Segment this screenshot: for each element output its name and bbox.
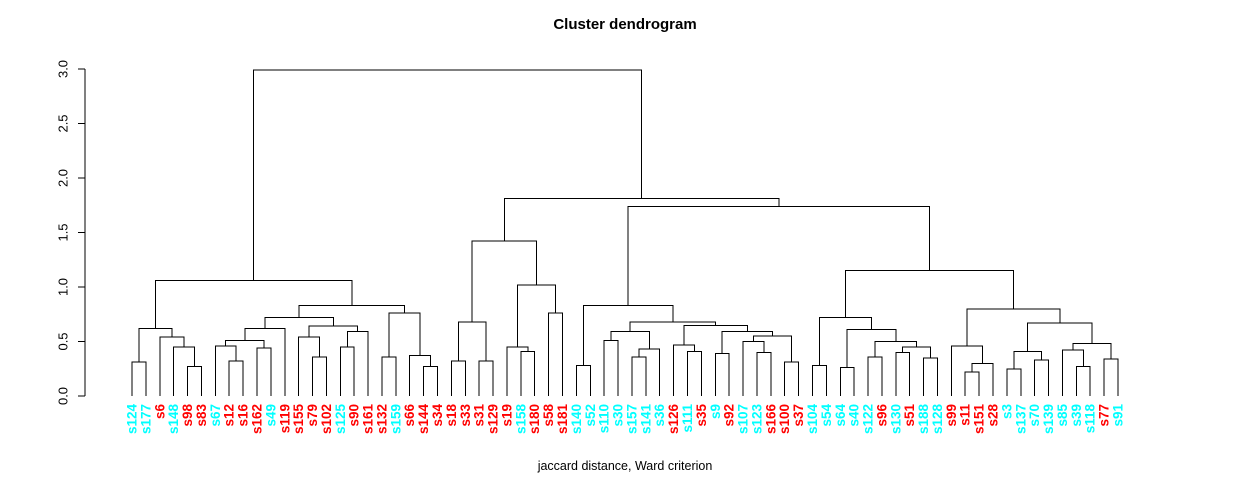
leaf-label-s110: s110 xyxy=(597,404,612,433)
leaf-label-s90: s90 xyxy=(347,404,362,427)
leaf-label-s158: s158 xyxy=(513,404,528,435)
leaf-label-s77: s77 xyxy=(1097,404,1112,427)
leaf-label-s9: s9 xyxy=(708,404,723,419)
leaf-label-s96: s96 xyxy=(874,404,889,427)
leaf-label-s31: s31 xyxy=(472,404,487,427)
leaf-label-s151: s151 xyxy=(972,404,987,435)
leaf-label-s99: s99 xyxy=(944,404,959,427)
leaf-label-s137: s137 xyxy=(1013,404,1028,434)
leaf-label-s162: s162 xyxy=(250,404,265,434)
leaf-label-s30: s30 xyxy=(611,404,626,427)
leaf-label-s92: s92 xyxy=(722,404,737,427)
leaf-label-s64: s64 xyxy=(833,404,848,427)
leaf-label-s58: s58 xyxy=(541,404,556,427)
y-tick-label: 2.0 xyxy=(56,169,71,187)
leaf-label-s188: s188 xyxy=(916,404,931,435)
chart-title: Cluster dendrogram xyxy=(553,16,697,33)
y-tick-label: 0.5 xyxy=(56,332,71,350)
leaf-label-s100: s100 xyxy=(777,404,792,434)
leaf-label-s119: s119 xyxy=(277,404,292,433)
leaf-labels: s124s177s6s148s98s83s67s12s16s162s49s119… xyxy=(125,404,1126,435)
y-tick-label: 2.5 xyxy=(56,114,71,132)
leaf-label-s180: s180 xyxy=(527,404,542,434)
leaf-label-s3: s3 xyxy=(999,404,1014,420)
y-tick-label: 0.0 xyxy=(56,387,71,405)
leaf-label-s155: s155 xyxy=(291,404,306,435)
leaf-label-s54: s54 xyxy=(819,404,834,427)
leaf-label-s129: s129 xyxy=(486,404,501,434)
y-tick-label: 3.0 xyxy=(56,60,71,78)
leaf-label-s177: s177 xyxy=(138,404,153,434)
leaf-label-s140: s140 xyxy=(569,404,584,434)
leaf-label-s34: s34 xyxy=(430,404,445,427)
leaf-label-s122: s122 xyxy=(861,404,876,434)
leaf-label-s161: s161 xyxy=(361,404,376,435)
leaf-label-s16: s16 xyxy=(236,404,251,427)
leaf-label-s6: s6 xyxy=(152,404,167,420)
leaf-label-s52: s52 xyxy=(583,404,598,427)
leaf-label-s123: s123 xyxy=(749,404,764,435)
leaf-label-s144: s144 xyxy=(416,404,431,435)
leaf-label-s12: s12 xyxy=(222,404,237,427)
dendrogram-links xyxy=(131,69,1119,396)
leaf-label-s124: s124 xyxy=(125,404,140,435)
leaf-label-s19: s19 xyxy=(500,404,515,427)
leaf-label-s70: s70 xyxy=(1027,404,1042,427)
leaf-label-s36: s36 xyxy=(652,404,667,427)
leaf-label-s35: s35 xyxy=(694,404,709,427)
leaf-label-s37: s37 xyxy=(791,404,806,427)
leaf-label-s159: s159 xyxy=(388,404,403,434)
leaf-label-s166: s166 xyxy=(763,404,778,435)
leaf-label-s28: s28 xyxy=(986,404,1001,427)
leaf-label-s132: s132 xyxy=(375,404,390,434)
leaf-label-s157: s157 xyxy=(624,404,639,434)
leaf-label-s67: s67 xyxy=(208,404,223,427)
y-tick-label: 1.5 xyxy=(56,223,71,241)
leaf-label-s66: s66 xyxy=(402,404,417,427)
leaf-label-s128: s128 xyxy=(930,404,945,435)
leaf-label-s39: s39 xyxy=(1069,404,1084,427)
leaf-label-s104: s104 xyxy=(805,404,820,435)
leaf-label-s83: s83 xyxy=(194,404,209,427)
x-axis-caption: jaccard distance, Ward criterion xyxy=(537,459,713,473)
leaf-label-s148: s148 xyxy=(166,404,181,435)
leaf-label-s130: s130 xyxy=(888,404,903,434)
leaf-label-s51: s51 xyxy=(902,404,917,427)
leaf-label-s33: s33 xyxy=(458,404,473,427)
leaf-label-s107: s107 xyxy=(736,404,751,434)
leaf-label-s181: s181 xyxy=(555,404,570,435)
y-axis-ticks: 0.0 0.5 1.0 1.5 2.0 2.5 3.0 xyxy=(56,60,85,405)
leaf-label-s11: s11 xyxy=(958,404,973,426)
leaf-label-s125: s125 xyxy=(333,404,348,435)
leaf-label-s102: s102 xyxy=(319,404,334,434)
leaf-label-s98: s98 xyxy=(180,404,195,427)
leaf-label-s40: s40 xyxy=(847,404,862,427)
leaf-label-s49: s49 xyxy=(263,404,278,427)
leaf-label-s141: s141 xyxy=(638,404,653,435)
dendrogram-tree-path xyxy=(131,69,1119,396)
leaf-label-s91: s91 xyxy=(1111,404,1126,427)
leaf-label-s139: s139 xyxy=(1041,404,1056,434)
leaf-label-s79: s79 xyxy=(305,404,320,427)
leaf-label-s85: s85 xyxy=(1055,404,1070,427)
y-tick-label: 1.0 xyxy=(56,278,71,296)
leaf-label-s126: s126 xyxy=(666,404,681,435)
leaf-label-s118: s118 xyxy=(1083,404,1098,434)
leaf-label-s111: s111 xyxy=(680,404,695,433)
leaf-label-s18: s18 xyxy=(444,404,459,427)
